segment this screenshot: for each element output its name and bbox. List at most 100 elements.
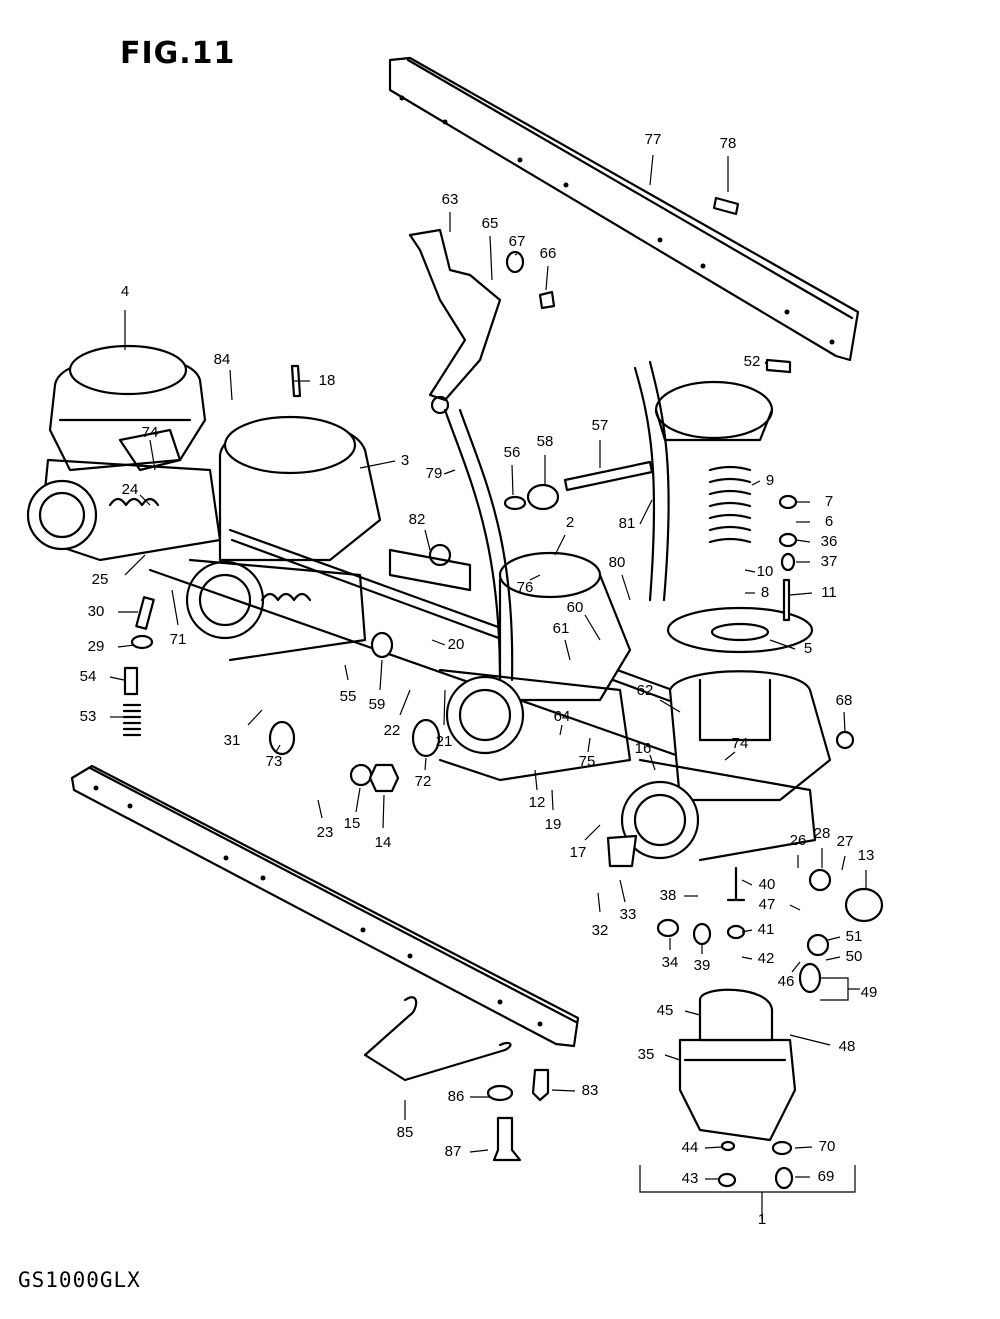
callout-label-52: 52 [744,353,761,370]
loose-parts [122,196,884,1190]
callout-leader-62 [659,699,681,713]
callout-label-17: 17 [570,844,587,861]
callout-label-41: 41 [758,921,775,938]
callout-label-36: 36 [821,533,838,550]
callout-leader-87 [469,1149,489,1153]
callout-leader-64 [559,724,563,736]
callout-leader-74b [724,751,736,761]
callout-leader-2 [554,534,566,556]
callout-label-50: 50 [846,948,863,965]
callout-leader-44 [704,1146,723,1149]
callout-label-53: 53 [80,708,97,725]
callout-leader-79 [443,469,456,475]
callout-leader-40 [741,879,753,886]
callout-label-68: 68 [836,692,853,709]
callout-leader-14 [382,794,385,829]
callout-label-47: 47 [759,896,776,913]
callout-leader-76 [529,574,541,581]
callout-label-60: 60 [567,599,584,616]
callout-leader-71 [171,589,179,626]
callout-label-71: 71 [170,631,187,648]
callout-label-74b: 74 [732,735,749,752]
callout-leader-81 [639,499,653,525]
callout-leader-3 [359,460,396,469]
callout-label-29: 29 [88,638,105,655]
callout-label-25: 25 [92,571,109,588]
carburetor-2 [185,415,382,662]
callout-leader-10 [744,569,756,573]
callout-leader-75 [587,737,591,753]
callout-label-45: 45 [657,1002,674,1019]
callout-label-21: 21 [436,733,453,750]
callout-label-56: 56 [504,444,521,461]
callout-leader-35 [664,1054,681,1061]
callout-label-30: 30 [88,603,105,620]
callout-label-78: 78 [720,135,737,152]
callout-leader-56 [511,464,514,496]
callout-leader-41 [741,929,753,933]
callout-leader-83 [551,1089,576,1092]
callout-label-72: 72 [415,773,432,790]
callout-label-24: 24 [122,481,139,498]
callout-leader-80 [621,574,631,601]
callout-label-43: 43 [682,1170,699,1187]
carburetor-1 [26,344,222,562]
callout-label-3: 3 [401,452,409,469]
top-bracket-bar [388,56,860,362]
callout-label-54: 54 [80,668,97,685]
callout-label-63: 63 [442,191,459,208]
callout-label-84: 84 [214,351,231,368]
callout-leader-29 [117,644,136,648]
callout-leader-11 [789,592,813,596]
callout-label-83: 83 [582,1082,599,1099]
callout-label-59: 59 [369,696,386,713]
callout-label-48: 48 [839,1038,856,1055]
callout-label-61: 61 [553,620,570,637]
callout-label-69: 69 [818,1168,835,1185]
callout-label-5: 5 [804,640,812,657]
callout-label-26: 26 [790,832,807,849]
callout-leader-24 [139,494,151,506]
callout-leader-15 [355,787,361,813]
callout-leader-65 [489,235,493,281]
float-bowl [678,988,797,1142]
callout-label-13: 13 [858,847,875,864]
callout-label-34: 34 [662,954,679,971]
callout-leader-23 [317,799,323,819]
callout-leader-73 [275,744,281,753]
callout-leader-67 [514,253,518,256]
callout-label-18: 18 [319,372,336,389]
callout-label-39: 39 [694,957,711,974]
callout-leader-19 [551,789,554,811]
callout-label-57: 57 [592,417,609,434]
carburetor-4 [620,380,832,862]
callout-leader-42 [741,956,753,960]
callout-label-15: 15 [344,815,361,832]
callout-leader-16 [649,754,656,771]
callout-label-76: 76 [517,579,534,596]
callout-leader-45 [684,1010,701,1016]
model-code: GS1000GLX [18,1268,141,1292]
carburetor-3 [438,551,632,782]
callout-leader-84 [229,369,233,401]
callout-leader-60 [584,614,601,641]
callout-label-55: 55 [340,688,357,705]
callout-leader-82 [424,529,431,551]
callout-leader-20 [431,639,446,646]
callout-leader-54 [109,676,125,681]
callout-brackets [639,977,856,1212]
figure-title: FIG.11 [120,36,236,71]
callout-label-66: 66 [540,245,557,262]
callout-label-27: 27 [837,833,854,850]
callout-leader-72 [424,757,427,771]
callout-label-49: 49 [861,984,878,1001]
callout-leader-48 [789,1034,831,1046]
callout-leader-12 [534,769,538,791]
callout-label-82: 82 [409,511,426,528]
callout-leader-47 [789,904,801,911]
callout-label-79: 79 [426,465,443,482]
callout-leader-31 [247,709,263,726]
callout-label-37: 37 [821,553,838,570]
callout-leader-74a [149,439,156,471]
